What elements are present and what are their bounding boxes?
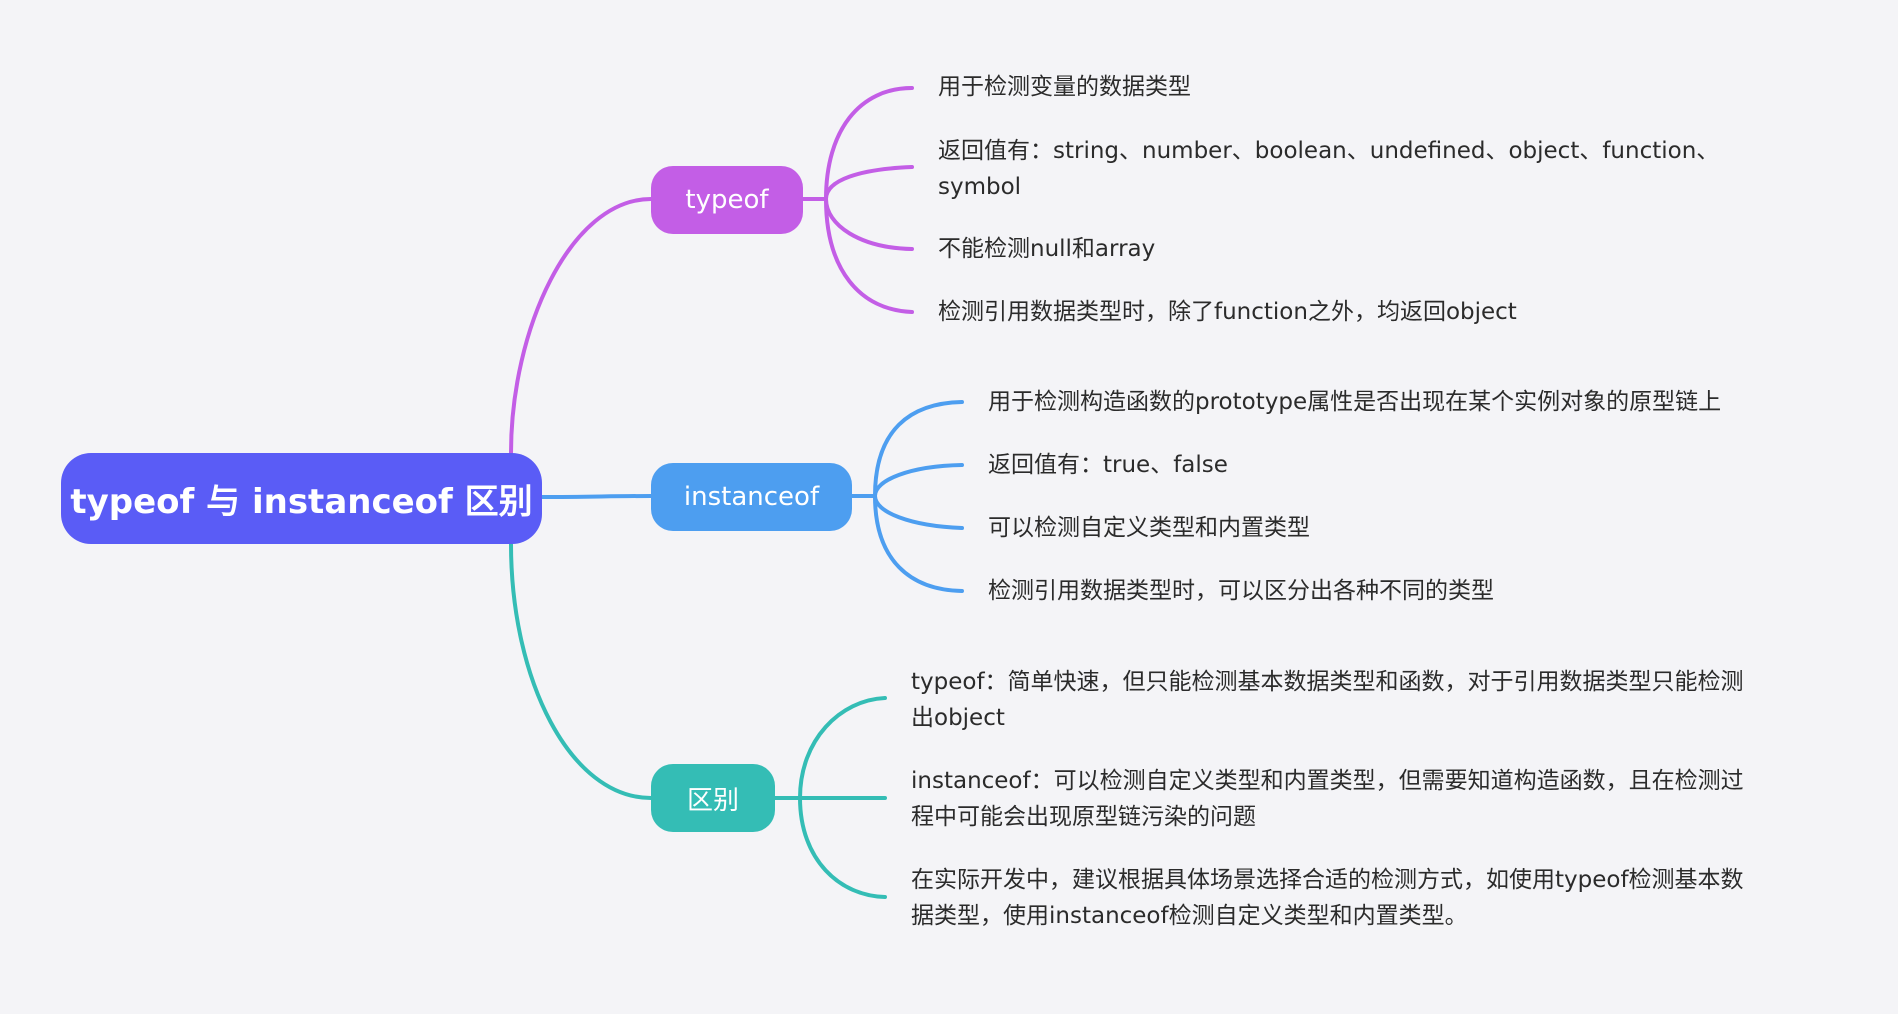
branch-instanceof[interactable]: instanceof — [651, 463, 852, 531]
link-root-instanceof — [540, 494, 653, 499]
link-diff-2 — [798, 796, 887, 899]
typeof-item-reference-types[interactable]: 检测引用数据类型时，除了function之外，均返回object — [938, 299, 1517, 325]
instanceof-item-purpose[interactable]: 用于检测构造函数的prototype属性是否出现在某个实例对象的原型链上 — [988, 389, 1722, 415]
link-root-typeof — [509, 197, 653, 455]
link-instanceof-3 — [873, 494, 964, 593]
link-instanceof-2 — [873, 494, 964, 530]
branch-typeof[interactable]: typeof — [651, 166, 803, 234]
link-typeof-3 — [824, 197, 914, 314]
root-topic[interactable]: typeof 与 instanceof 区别 — [61, 453, 542, 544]
branch-difference[interactable]: 区别 — [651, 764, 775, 832]
link-typeof-1 — [824, 165, 914, 201]
instanceof-item-capability[interactable]: 可以检测自定义类型和内置类型 — [988, 515, 1310, 541]
link-typeof-0 — [801, 86, 914, 201]
link-diff-0 — [773, 696, 887, 800]
link-root-diff — [509, 542, 653, 800]
link-instanceof-1 — [873, 463, 964, 498]
typeof-item-limitation[interactable]: 不能检测null和array — [938, 236, 1156, 262]
instanceof-item-return-values[interactable]: 返回值有：true、false — [988, 452, 1228, 478]
typeof-item-return-values[interactable]: 返回值有：string、number、boolean、undefined、obj… — [938, 138, 1720, 200]
link-instanceof-0 — [850, 400, 964, 498]
difference-item-typeof[interactable]: typeof：简单快速，但只能检测基本数据类型和函数，对于引用数据类型只能检测出… — [911, 669, 1744, 731]
typeof-item-purpose[interactable]: 用于检测变量的数据类型 — [938, 74, 1191, 100]
difference-item-advice[interactable]: 在实际开发中，建议根据具体场景选择合适的检测方式，如使用typeof检测基本数据… — [911, 867, 1744, 929]
difference-item-instanceof[interactable]: instanceof：可以检测自定义类型和内置类型，但需要知道构造函数，且在检测… — [911, 768, 1744, 830]
instanceof-item-reference-types[interactable]: 检测引用数据类型时，可以区分出各种不同的类型 — [988, 578, 1494, 604]
link-typeof-2 — [824, 197, 914, 251]
